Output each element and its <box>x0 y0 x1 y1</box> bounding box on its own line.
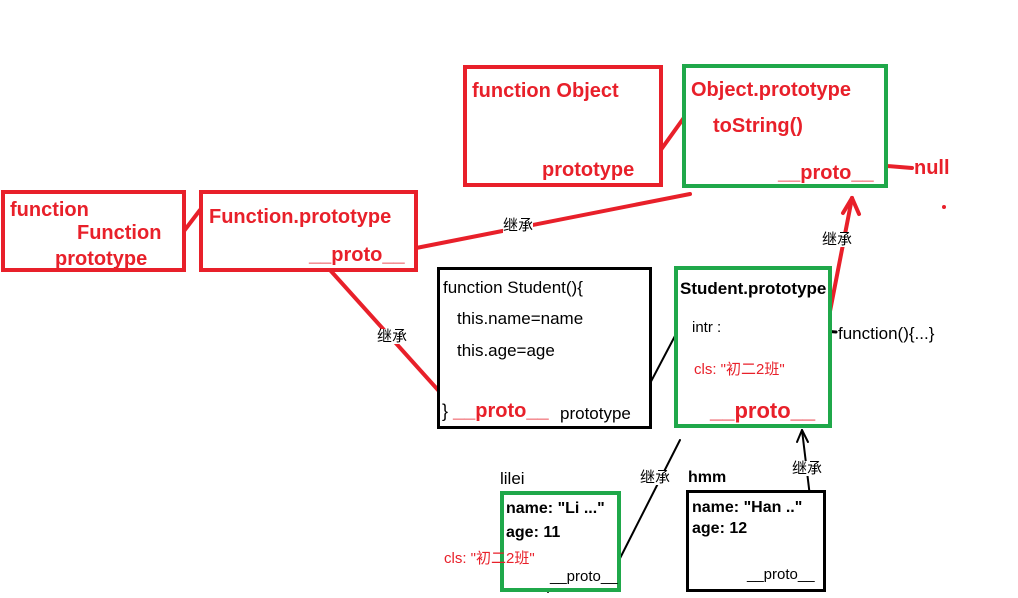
object-prototype-box: Object.prototype toString() __proto__ <box>682 64 888 188</box>
lilei-label: lilei <box>500 469 525 488</box>
student-function-name: Student <box>507 278 566 297</box>
student-prototype-cls: cls: "初二2班" <box>694 361 785 378</box>
student-function-header: function Student(){ <box>443 279 583 296</box>
function-proto-to-object-proto <box>404 192 692 252</box>
hmm-age: age: 12 <box>692 520 748 537</box>
object-prototype-title: Object.prototype <box>691 79 852 101</box>
function-prototype-box: Function.prototype __proto__ <box>199 190 418 272</box>
object-prototype-tostring: toString() <box>713 115 803 137</box>
student-function-line2: this.age=age <box>457 341 555 360</box>
hmm-name: name: "Han .." <box>692 499 803 516</box>
function-function-line1: function <box>10 199 89 221</box>
lilei-name: name: "Li ..." <box>506 500 605 517</box>
inherit-label-student-function: 继承 <box>377 328 408 345</box>
student-function-close: } <box>442 401 449 421</box>
hmm-proto: __proto__ <box>747 566 815 583</box>
stray-dot <box>942 205 946 209</box>
student-function-parens: (){ <box>565 278 583 297</box>
inherit-label-student-object: 继承 <box>822 231 853 248</box>
lilei-proto-to-student-proto <box>609 439 681 579</box>
student-function-proto: __proto__ <box>453 400 549 422</box>
hmm-label: hmm <box>688 469 727 486</box>
student-prototype-intr: intr : <box>692 319 722 336</box>
lilei-cls: cls: "初二2班" <box>444 550 535 567</box>
student-prototype-box: Student.prototype intr : cls: "初二2班" __p… <box>674 266 832 428</box>
lilei-proto: __proto__ <box>550 568 618 585</box>
function-prototype-title: Function.prototype <box>209 206 392 228</box>
function-object-box: function Object prototype <box>463 65 663 187</box>
inherit-label-lilei: 继承 <box>640 469 671 486</box>
function-function-prototype: prototype <box>55 248 148 270</box>
student-prototype-proto: __proto__ <box>710 398 816 423</box>
student-function-keyword: function <box>443 278 508 297</box>
inherit-label-hmm: 继承 <box>792 460 823 477</box>
inherit-label-function-object: 继承 <box>503 217 534 234</box>
student-function-line1: this.name=name <box>457 309 584 328</box>
function-object-title: function Object <box>472 80 619 102</box>
object-prototype-proto: __proto__ <box>778 162 874 184</box>
lilei-age: age: 11 <box>506 524 561 541</box>
student-prototype-title: Student.prototype <box>680 279 827 298</box>
lilei-object-box: name: "Li ..." age: 11 __proto__ <box>500 491 621 592</box>
function-function-box: function Function prototype <box>1 190 186 272</box>
function-prototype-proto: __proto__ <box>309 244 405 266</box>
function-function-line2: Function <box>77 222 162 244</box>
function-body-label: function(){...} <box>838 324 935 343</box>
function-object-prototype: prototype <box>542 159 635 181</box>
student-function-box: function Student(){ this.name=name this.… <box>437 267 652 429</box>
student-function-prototype: prototype <box>560 404 631 423</box>
hmm-object-box: name: "Han .." age: 12 __proto__ <box>686 490 826 592</box>
null-label: null <box>914 157 950 179</box>
